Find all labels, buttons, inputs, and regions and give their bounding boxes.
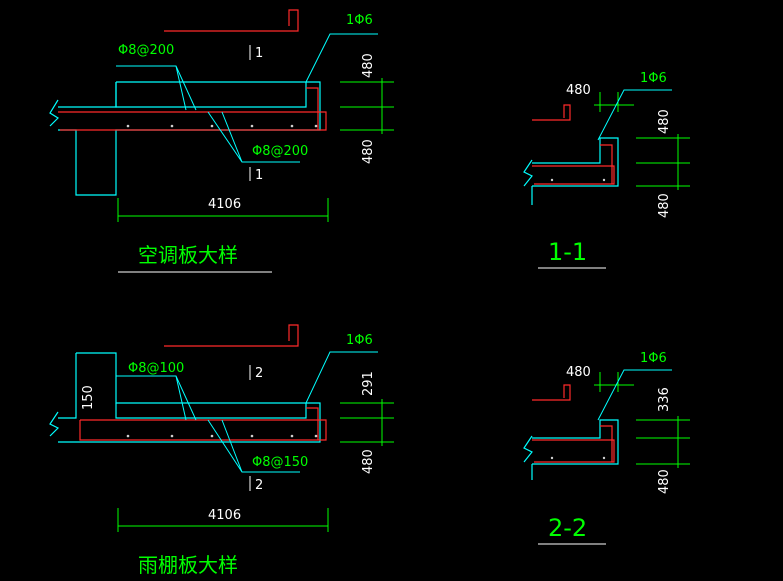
section-2-2: 480 1Φ6 336 480 2-2	[523, 351, 690, 545]
height-lower-label: 480	[657, 469, 672, 494]
span-dimension	[117, 508, 329, 532]
section-label: 1-1	[548, 238, 587, 266]
rebar-hook-symbol	[164, 9, 299, 32]
rebar-edge	[600, 425, 613, 462]
section-mark-number: 2	[255, 366, 263, 381]
ledge-outline	[115, 82, 307, 108]
ledge-outline	[115, 403, 307, 419]
section-outline	[532, 137, 619, 187]
rebar-dots	[550, 456, 606, 460]
rebar-main	[79, 419, 327, 441]
rebar-main	[532, 439, 615, 463]
edge-bar-leader	[597, 369, 672, 421]
edge-bar-label: 1Φ6	[346, 13, 373, 28]
height-lower-label: 480	[361, 449, 376, 474]
width-label: 480	[566, 83, 591, 98]
rebar-hook-symbol	[164, 324, 299, 347]
slab-outline	[58, 81, 321, 196]
rebar-dots	[126, 124, 318, 128]
edge-bar-label: 1Φ6	[346, 333, 373, 348]
section-mark-number: 1	[255, 46, 263, 61]
edge-bar-leader	[305, 33, 378, 83]
rebar-main	[58, 111, 327, 131]
width-label: 480	[566, 365, 591, 380]
section-1-1: 480 1Φ6 480 480 1-1	[523, 71, 690, 269]
side-dim-label: 150	[81, 385, 96, 410]
rebar-top-label: Φ8@100	[128, 361, 184, 376]
leader-bottom	[207, 111, 300, 163]
height-lower-label: 480	[361, 139, 376, 164]
rebar-hook-symbol	[532, 104, 571, 121]
break-line	[49, 99, 59, 127]
break-line	[49, 411, 60, 437]
vertical-dimension	[340, 78, 394, 134]
rebar-bottom-label: Φ8@200	[252, 144, 308, 159]
vertical-dimension	[636, 416, 690, 468]
edge-bar-leader	[597, 89, 672, 141]
rebar-edge	[600, 144, 613, 184]
top-detail: 1 Φ8@200 Φ8@200 1 1Φ6 480 480	[49, 9, 394, 273]
vertical-dimension	[340, 399, 394, 446]
rebar-bottom-label: Φ8@150	[252, 455, 308, 470]
break-line	[523, 435, 533, 480]
edge-bar-leader	[305, 351, 378, 404]
bottom-detail: 2 150 Φ8@100 Φ8@150 2 1Φ6 291 480 41	[49, 324, 394, 577]
rebar-top-label: Φ8@200	[118, 43, 174, 58]
height-upper-label: 291	[361, 371, 376, 396]
span-label: 4106	[208, 508, 241, 523]
detail-title: 雨棚板大样	[138, 553, 238, 577]
vertical-dimension	[636, 134, 690, 190]
height-upper-label: 480	[361, 53, 376, 78]
edge-bar-label: 1Φ6	[640, 71, 667, 86]
break-line	[523, 159, 533, 205]
section-mark-number-2: 2	[255, 478, 263, 493]
rebar-hook-symbol	[532, 384, 571, 401]
rebar-dots	[550, 178, 606, 182]
detail-title: 空调板大样	[138, 243, 238, 267]
rebar-dots	[126, 434, 318, 438]
slab-outline	[58, 352, 321, 443]
section-outline	[532, 419, 619, 465]
section-mark-number-2: 1	[255, 168, 263, 183]
section-label: 2-2	[548, 514, 587, 542]
span-dimension	[117, 198, 329, 222]
height-upper-label: 336	[657, 387, 672, 412]
leader-top	[116, 375, 197, 421]
leader-top	[116, 65, 197, 111]
height-lower-label: 480	[657, 193, 672, 218]
leader-bottom	[207, 419, 300, 473]
height-upper-label: 480	[657, 109, 672, 134]
rebar-edge	[306, 87, 319, 130]
span-label: 4106	[208, 197, 241, 212]
edge-bar-label: 1Φ6	[640, 351, 667, 366]
rebar-edge	[306, 407, 319, 440]
rebar-main	[532, 165, 615, 185]
